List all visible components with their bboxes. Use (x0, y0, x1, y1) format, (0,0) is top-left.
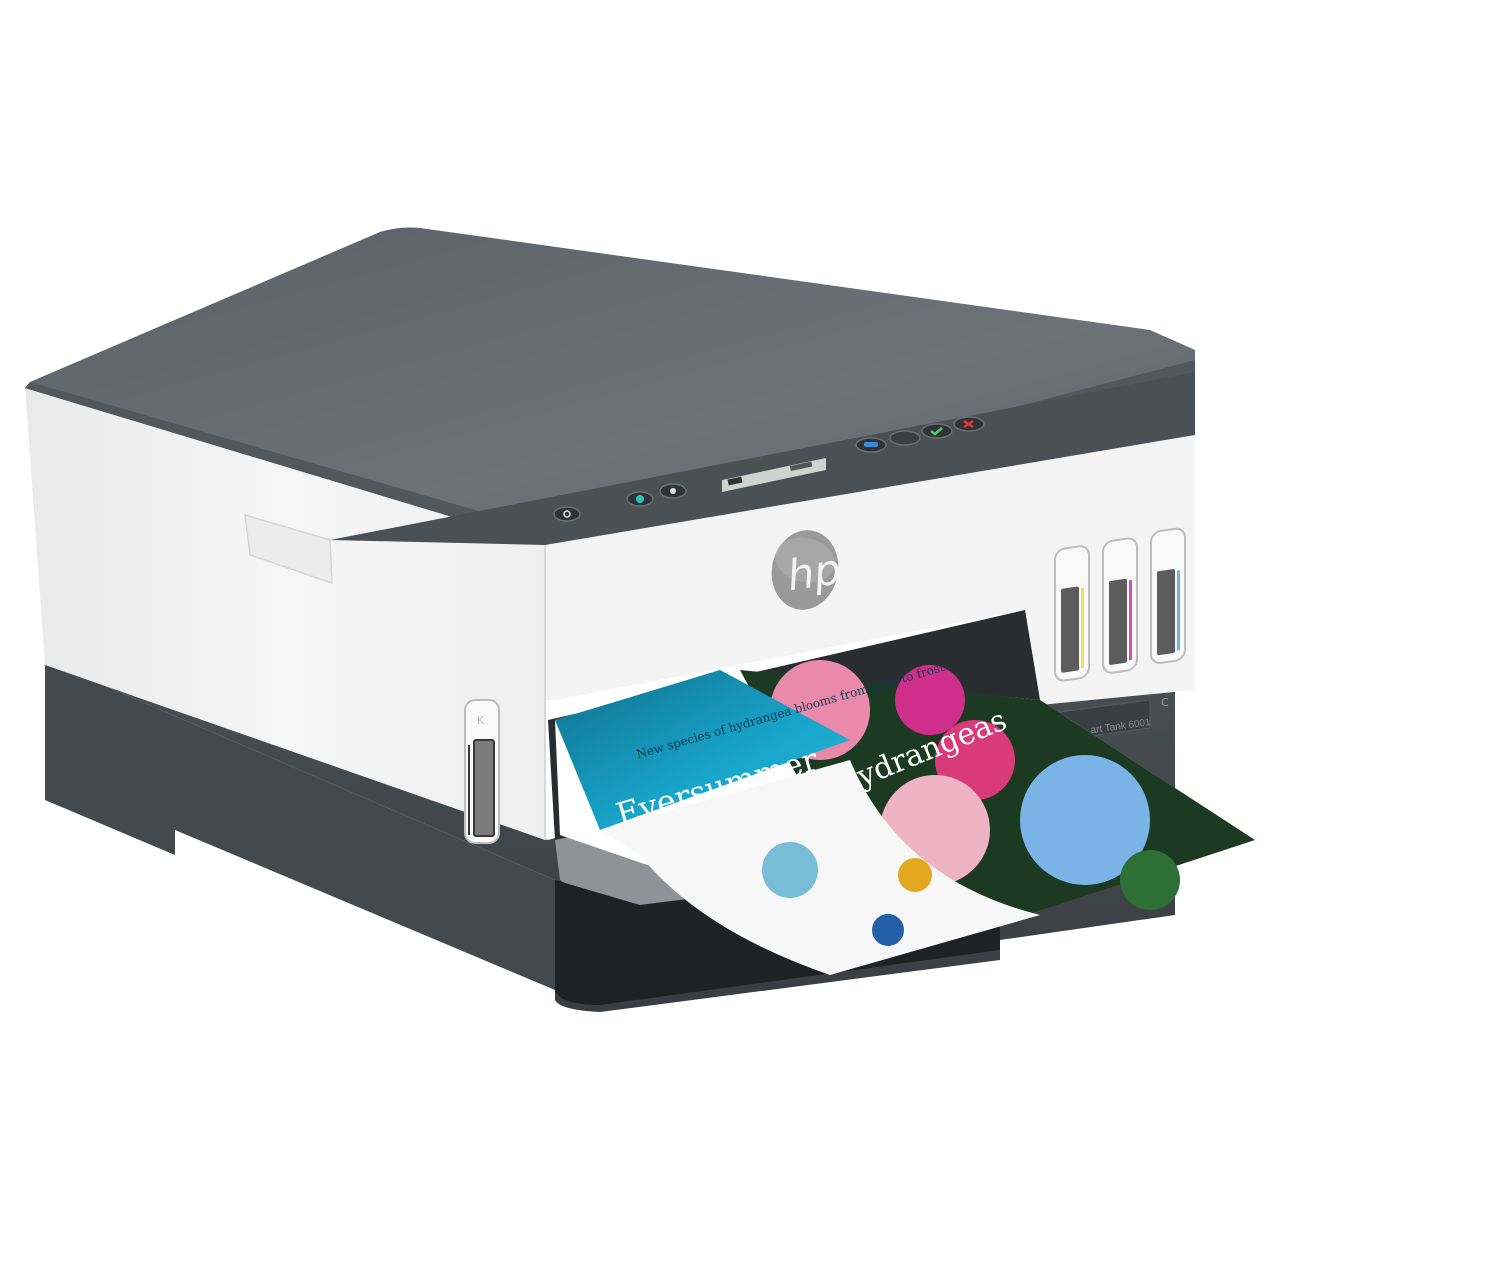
svg-text:C: C (1161, 696, 1169, 709)
ink-tank-k: K (464, 699, 500, 844)
body-front-right (545, 435, 1195, 705)
lcd-display (722, 458, 826, 492)
control-panel (330, 372, 1195, 545)
panel-buttons (553, 416, 985, 522)
hp-logo: hp (771, 530, 844, 610)
lid-handle (244, 513, 333, 585)
body-front-left (25, 385, 545, 840)
svg-text:K: K (477, 714, 485, 727)
ink-tanks-right: Y M C (1054, 527, 1186, 723)
printed-page: Eversummer Hydrangeas New species of hyd… (555, 659, 1255, 975)
svg-text:hp: hp (784, 544, 844, 600)
